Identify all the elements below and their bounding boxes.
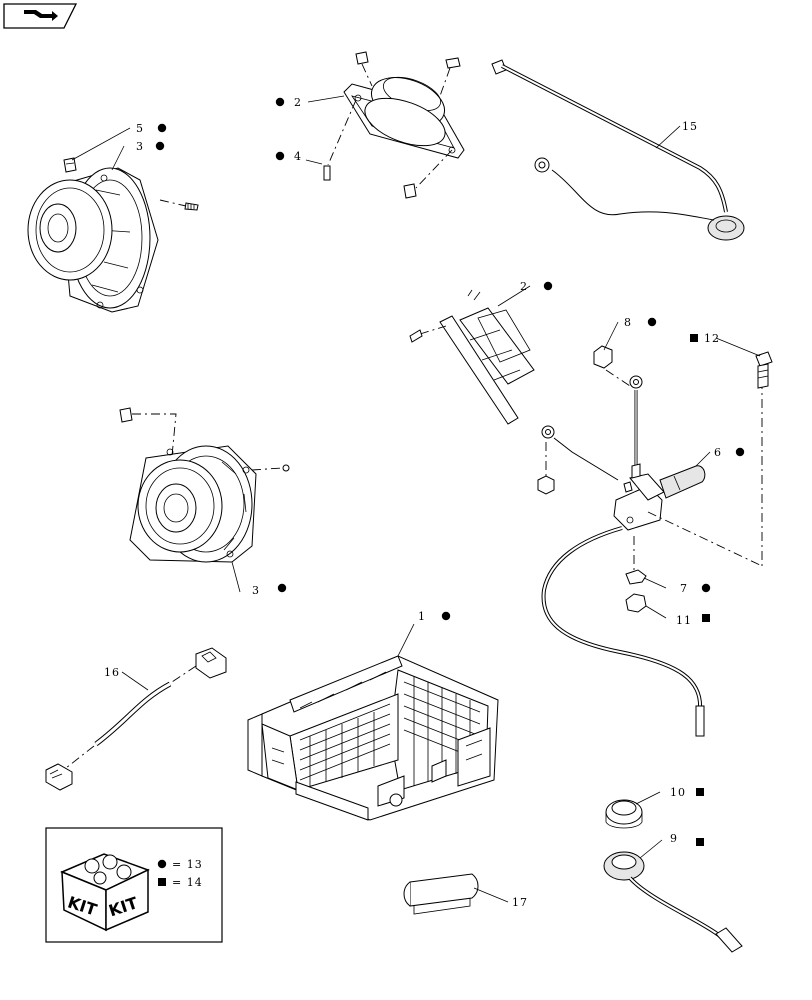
callout-2-top: 2	[294, 96, 302, 109]
screw-upper-left	[159, 199, 199, 211]
callout-11: 11	[676, 614, 692, 627]
kit-box-icon: KIT KIT	[60, 853, 150, 932]
screw-12	[755, 351, 773, 389]
clip-lower-left	[119, 407, 177, 457]
legend-circle-icon	[157, 859, 167, 869]
callout-17: 17	[512, 896, 528, 909]
nut-8	[593, 345, 631, 387]
callout-3-lower: 3	[252, 584, 260, 597]
nut-11	[625, 593, 647, 613]
grommet-9	[603, 851, 743, 953]
screw-4-right	[403, 149, 453, 199]
callout-1: 1	[418, 610, 426, 623]
callout-12: 12	[704, 332, 720, 345]
callout-8: 8	[624, 316, 632, 329]
grommet-10	[605, 799, 643, 829]
callout-16: 16	[104, 666, 120, 679]
clip-top-left	[355, 51, 373, 87]
speaker-middle	[409, 289, 535, 425]
speaker-lower-left	[129, 445, 257, 563]
callout-5: 5	[136, 122, 144, 135]
antenna-cable	[541, 526, 705, 737]
screw-lower-left	[251, 464, 290, 472]
callout-3-upper: 3	[136, 140, 144, 153]
clip-top-right	[439, 57, 461, 97]
square-marker-icons	[690, 334, 710, 846]
callout-6: 6	[714, 446, 722, 459]
callout-10: 10	[670, 786, 686, 799]
legend-square-icon	[158, 878, 166, 886]
speaker-upper-left	[27, 167, 159, 313]
nav-arrow-icon[interactable]	[3, 3, 78, 29]
ring-terminal-left	[537, 425, 619, 495]
callout-7: 7	[680, 582, 688, 595]
callout-labels: 1 2 2 3 3 4 5 6 7 8 9 10 11 12 15 16 17	[104, 96, 722, 909]
radio-1	[247, 655, 499, 821]
clip-5	[63, 157, 77, 173]
antenna-lead-15	[491, 59, 745, 241]
speaker-top	[343, 76, 465, 159]
callout-9: 9	[670, 832, 678, 845]
circle-marker-icons	[155, 97, 745, 621]
antenna-base-6	[613, 463, 706, 531]
callout-4: 4	[294, 150, 302, 163]
mount-dash-lines	[633, 380, 763, 570]
ground-lead	[629, 375, 643, 470]
legend-circle-ref: = 13	[172, 858, 203, 871]
plug-17	[403, 873, 479, 915]
callout-15: 15	[682, 120, 698, 133]
callout-2-middle: 2	[520, 280, 528, 293]
kit-legend: KIT KIT = 13 = 14	[45, 827, 223, 943]
screw-4-left	[323, 99, 357, 181]
harness-16	[45, 647, 227, 791]
callout-leaders	[71, 95, 761, 903]
legend-square-ref: = 14	[172, 876, 203, 889]
washer-7	[625, 569, 647, 585]
